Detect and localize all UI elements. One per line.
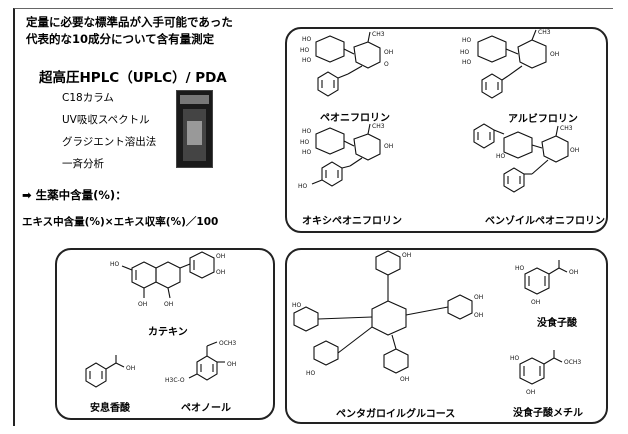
svg-text:CH3: CH3 [372, 31, 385, 38]
method-item-gradient: グラジエント溶出法 [62, 136, 157, 148]
content-label: 生薬中含量(%)： [35, 188, 127, 202]
monoterpene-panel [285, 27, 608, 233]
slide-frame [13, 8, 613, 426]
benzoic-acid-structure: OH [85, 355, 135, 388]
svg-text:HO: HO [462, 37, 472, 44]
svg-text:H3C-O: H3C-O [165, 377, 185, 384]
benzoylpaeoniflorin-structure: CH3 OH HO [473, 123, 579, 193]
svg-text:OH: OH [164, 301, 173, 308]
header-line-1: 定量に必要な標準品が入手可能であった [26, 15, 233, 29]
uplc-column-photo [176, 90, 213, 168]
content-formula: エキス中含量(%)×エキス収率(%)／100 [22, 216, 219, 228]
svg-text:OH: OH [126, 365, 135, 372]
albiflorin-label: アルビフロリン [508, 114, 578, 125]
svg-text:OH: OH [402, 252, 411, 259]
content-heading: ➡ 生薬中含量(%)： [22, 187, 127, 203]
svg-text:HO: HO [300, 139, 310, 146]
paeoniflorin-structure: HO HO HO CH3 OH O [300, 31, 393, 97]
column-photo-art [180, 95, 209, 161]
svg-text:OH: OH [531, 299, 540, 306]
svg-text:OH: OH [227, 361, 236, 368]
svg-text:O: O [384, 61, 389, 68]
svg-text:OH: OH [550, 51, 559, 58]
svg-text:CH3: CH3 [372, 123, 385, 130]
svg-text:HO: HO [302, 57, 312, 64]
gallic-acid-label: 没食子酸 [537, 318, 577, 329]
oxypaeoniflorin-structure: HO HO HO HO CH3 OH [298, 123, 393, 190]
svg-text:HO: HO [110, 261, 120, 268]
paeonol-label: ペオノール [181, 403, 231, 414]
svg-text:HO: HO [515, 265, 525, 272]
svg-text:OH: OH [400, 376, 409, 383]
svg-text:OH: OH [474, 312, 483, 319]
svg-text:HO: HO [496, 153, 506, 160]
paeonol-structure: OCH3 OH H3C-O [165, 340, 236, 384]
svg-text:HO: HO [460, 49, 470, 56]
svg-text:OH: OH [474, 294, 483, 301]
phenolic-panel [55, 248, 275, 420]
benzoylpaeoniflorin-label: ベンゾイルペオニフロリン [485, 216, 605, 227]
gallic-acid-structure: OH HO OH [515, 260, 578, 306]
methyl-gallate-structure: OCH3 HO OH [510, 350, 581, 396]
svg-text:HO: HO [302, 149, 312, 156]
pentagalloylglucose-label: ペンタガロイルグルコース [336, 409, 456, 420]
svg-text:HO: HO [292, 302, 302, 309]
svg-text:HO: HO [302, 128, 312, 135]
svg-text:HO: HO [306, 370, 316, 377]
svg-text:OH: OH [384, 143, 393, 150]
svg-text:HO: HO [462, 59, 472, 66]
svg-text:OH: OH [384, 49, 393, 56]
svg-text:OCH3: OCH3 [564, 359, 581, 366]
svg-text:HO: HO [298, 183, 308, 190]
benzoic-acid-label: 安息香酸 [90, 403, 130, 414]
svg-text:HO: HO [300, 47, 310, 54]
pentagalloylglucose-structure: OH HO OH OH HO OH [292, 250, 483, 383]
method-item-column: C18カラム [62, 92, 114, 104]
arrow-icon: ➡ [22, 188, 32, 202]
method-item-uv: UV吸収スペクトル [62, 114, 150, 126]
method-item-simultaneous: 一斉分析 [62, 158, 104, 170]
svg-text:HO: HO [510, 355, 520, 362]
svg-text:HO: HO [302, 36, 312, 43]
method-title: 超高圧HPLC（UPLC）/ PDA [39, 70, 227, 86]
tannin-panel [285, 248, 608, 424]
paeoniflorin-label: ペオニフロリン [320, 113, 390, 124]
header-line-2: 代表的な10成分について含有量測定 [26, 32, 215, 46]
svg-text:OH: OH [569, 269, 578, 276]
svg-text:OH: OH [216, 253, 225, 260]
svg-text:CH3: CH3 [560, 125, 573, 132]
svg-text:OCH3: OCH3 [219, 340, 236, 347]
svg-text:OH: OH [138, 301, 147, 308]
albiflorin-structure: HO HO HO CH3 OH [460, 29, 559, 99]
catechin-structure: HO OH OH OH OH [110, 251, 225, 308]
svg-text:OH: OH [216, 269, 225, 276]
svg-text:OH: OH [526, 389, 535, 396]
catechin-label: カテキン [148, 327, 188, 338]
svg-text:CH3: CH3 [538, 29, 551, 36]
methyl-gallate-label: 没食子酸メチル [513, 408, 583, 419]
oxypaeoniflorin-label: オキシペオニフロリン [302, 216, 402, 227]
svg-text:OH: OH [570, 147, 579, 154]
